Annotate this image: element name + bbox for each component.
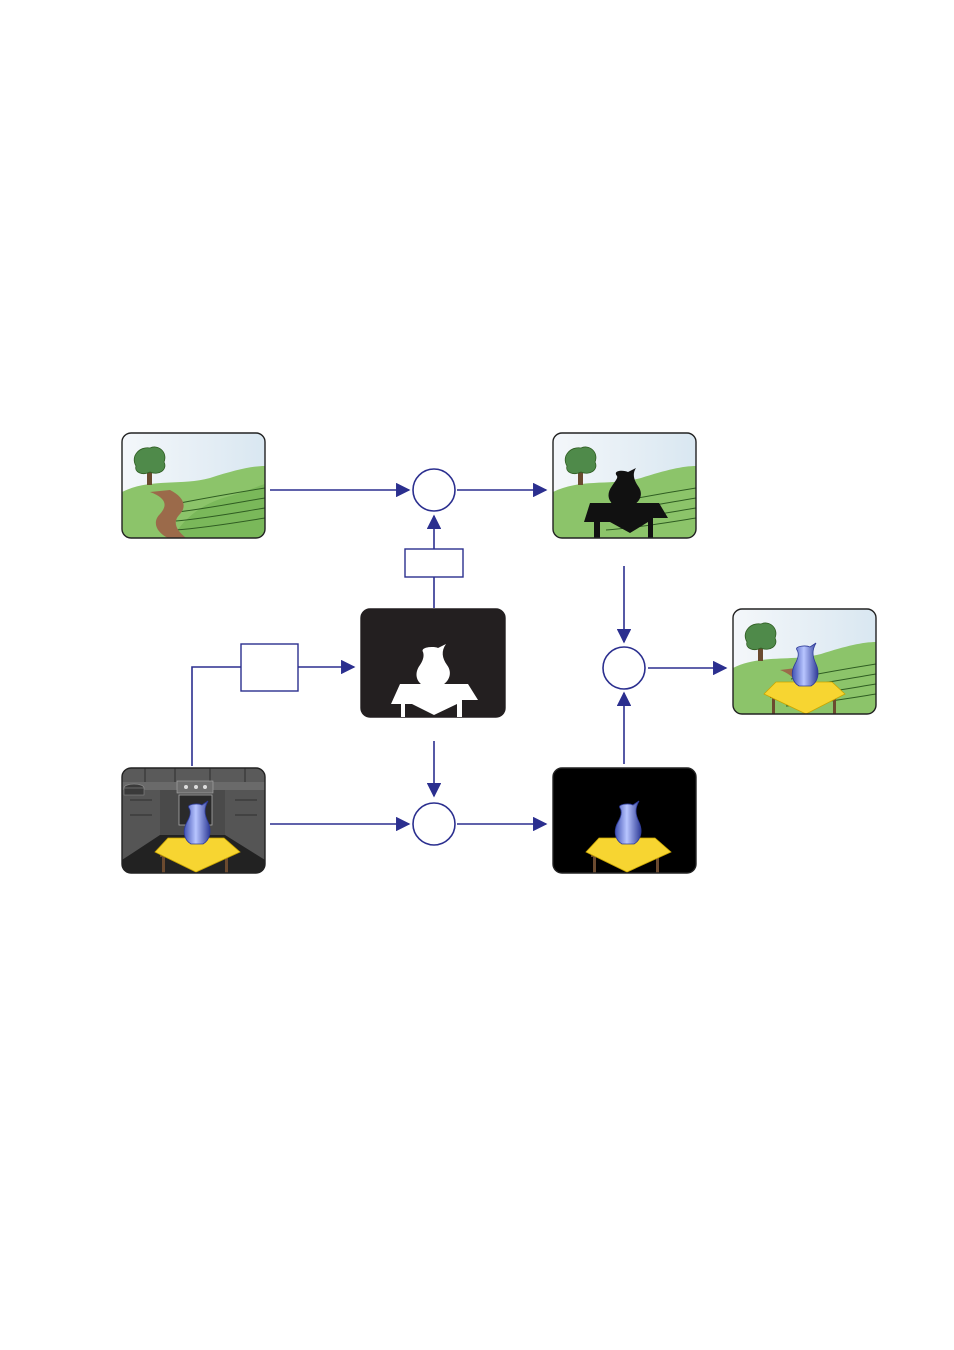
edges: [191, 482, 728, 832]
background-masked-image: [552, 432, 697, 539]
op-right-node: [602, 646, 646, 690]
op-bottom-node: [412, 802, 456, 846]
op-top-node: [412, 468, 456, 512]
composite-image: [732, 608, 877, 715]
matte-invert-box: [404, 548, 464, 578]
edge-foreground-to-box-extract: [191, 666, 241, 766]
background-landscape-image: [121, 432, 266, 539]
foreground-kitchen-image: [121, 767, 266, 874]
matte-extract-box: [240, 643, 299, 692]
foreground-masked-image: [552, 767, 697, 874]
matte-image: [360, 608, 506, 718]
